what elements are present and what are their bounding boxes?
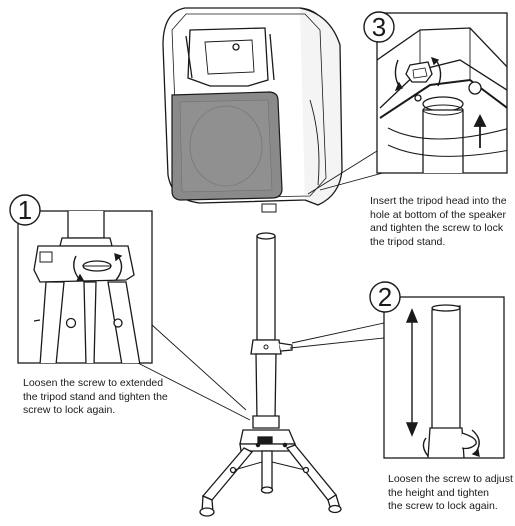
step-3-number: 3 <box>372 12 386 42</box>
step-1-caption: Loosen the screw to extended the tripod … <box>23 377 168 416</box>
tripod-stand <box>199 232 342 517</box>
step-2-inset: 2 <box>369 281 505 459</box>
callout-pointers <box>135 150 391 421</box>
step-3-inset: 3 <box>363 11 508 174</box>
height-adjust-arrow <box>405 308 419 437</box>
step-1-number-circle <box>9 194 41 226</box>
step-2-caption: Loosen the screw to adjust the height an… <box>388 473 513 512</box>
step-2-number: 2 <box>378 282 392 312</box>
step-1-number: 1 <box>18 195 32 225</box>
step-2-number-circle <box>369 281 401 313</box>
insert-up-arrow <box>473 113 487 148</box>
step-1-inset: 1 <box>9 194 153 364</box>
step-3-number-circle <box>363 11 395 43</box>
step-3-caption: Insert the tripod head into the hole at … <box>370 195 507 248</box>
speaker-grille <box>171 91 283 201</box>
